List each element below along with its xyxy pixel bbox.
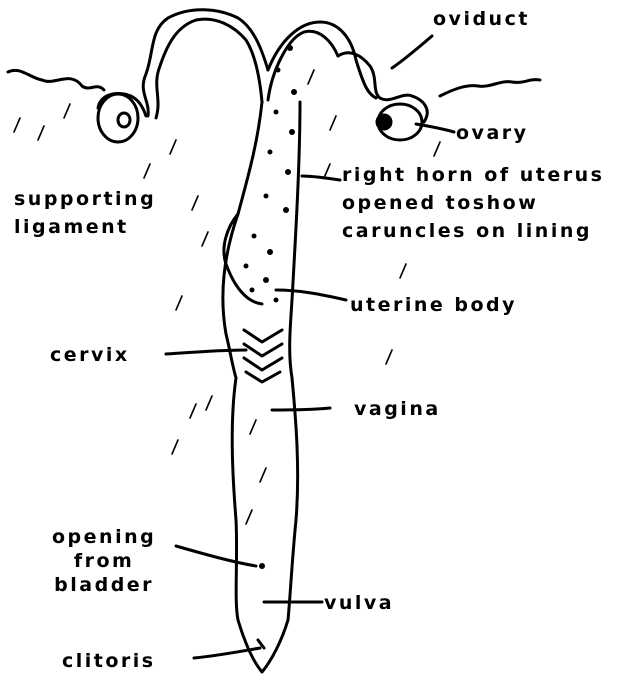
label-right-horn-line-3: caruncles on lining — [342, 220, 604, 242]
pointer-vagina — [272, 408, 330, 410]
label-opening-from-bladder: opening from bladder — [52, 526, 156, 596]
label-right-horn-line-2: opened toshow — [342, 192, 604, 214]
uterine-bulge — [224, 214, 262, 304]
pointer-uterine-body — [276, 290, 346, 300]
label-supporting-line-1: supporting — [14, 188, 156, 210]
vagina-left-wall — [232, 378, 238, 620]
cervix-fold-2 — [244, 344, 282, 356]
label-supporting-line-2: ligament — [14, 216, 156, 238]
pointer-bladder — [176, 546, 256, 566]
label-vulva: vulva — [324, 592, 394, 614]
uterus-right-wall — [290, 102, 300, 378]
right-horn-inner — [268, 31, 338, 100]
vagina-right-wall — [288, 378, 298, 620]
right-horn-outline — [268, 22, 376, 98]
left-ligament-edge — [8, 70, 104, 90]
pointer-right-horn — [302, 176, 340, 180]
label-uterine-body: uterine body — [350, 294, 517, 316]
label-supporting-ligament: supporting ligament — [14, 188, 156, 238]
label-bladder-line-1: opening — [52, 526, 156, 548]
label-bladder-line-3: bladder — [52, 574, 156, 596]
label-right-horn-line-1: right horn of uterus — [342, 164, 604, 186]
label-right-horn: right horn of uterus opened toshow carun… — [342, 164, 604, 242]
cervix-fold-4 — [246, 372, 280, 382]
left-horn-inner — [156, 19, 262, 118]
right-ligament-edge — [440, 80, 540, 96]
label-bladder-line-2: from — [52, 550, 156, 572]
pointer-cervix — [166, 350, 246, 354]
left-follicle — [118, 113, 130, 127]
label-ovary: ovary — [456, 122, 529, 144]
caruncles — [244, 45, 298, 569]
pointer-oviduct — [392, 36, 432, 68]
label-cervix: cervix — [50, 344, 130, 366]
pointer-lines — [166, 36, 454, 658]
label-vagina: vagina — [354, 398, 441, 420]
label-clitoris: clitoris — [62, 650, 156, 672]
cervix-fold-3 — [244, 358, 282, 370]
right-follicle — [377, 115, 391, 129]
cervix-fold-1 — [244, 330, 282, 342]
label-oviduct: oviduct — [433, 8, 530, 30]
